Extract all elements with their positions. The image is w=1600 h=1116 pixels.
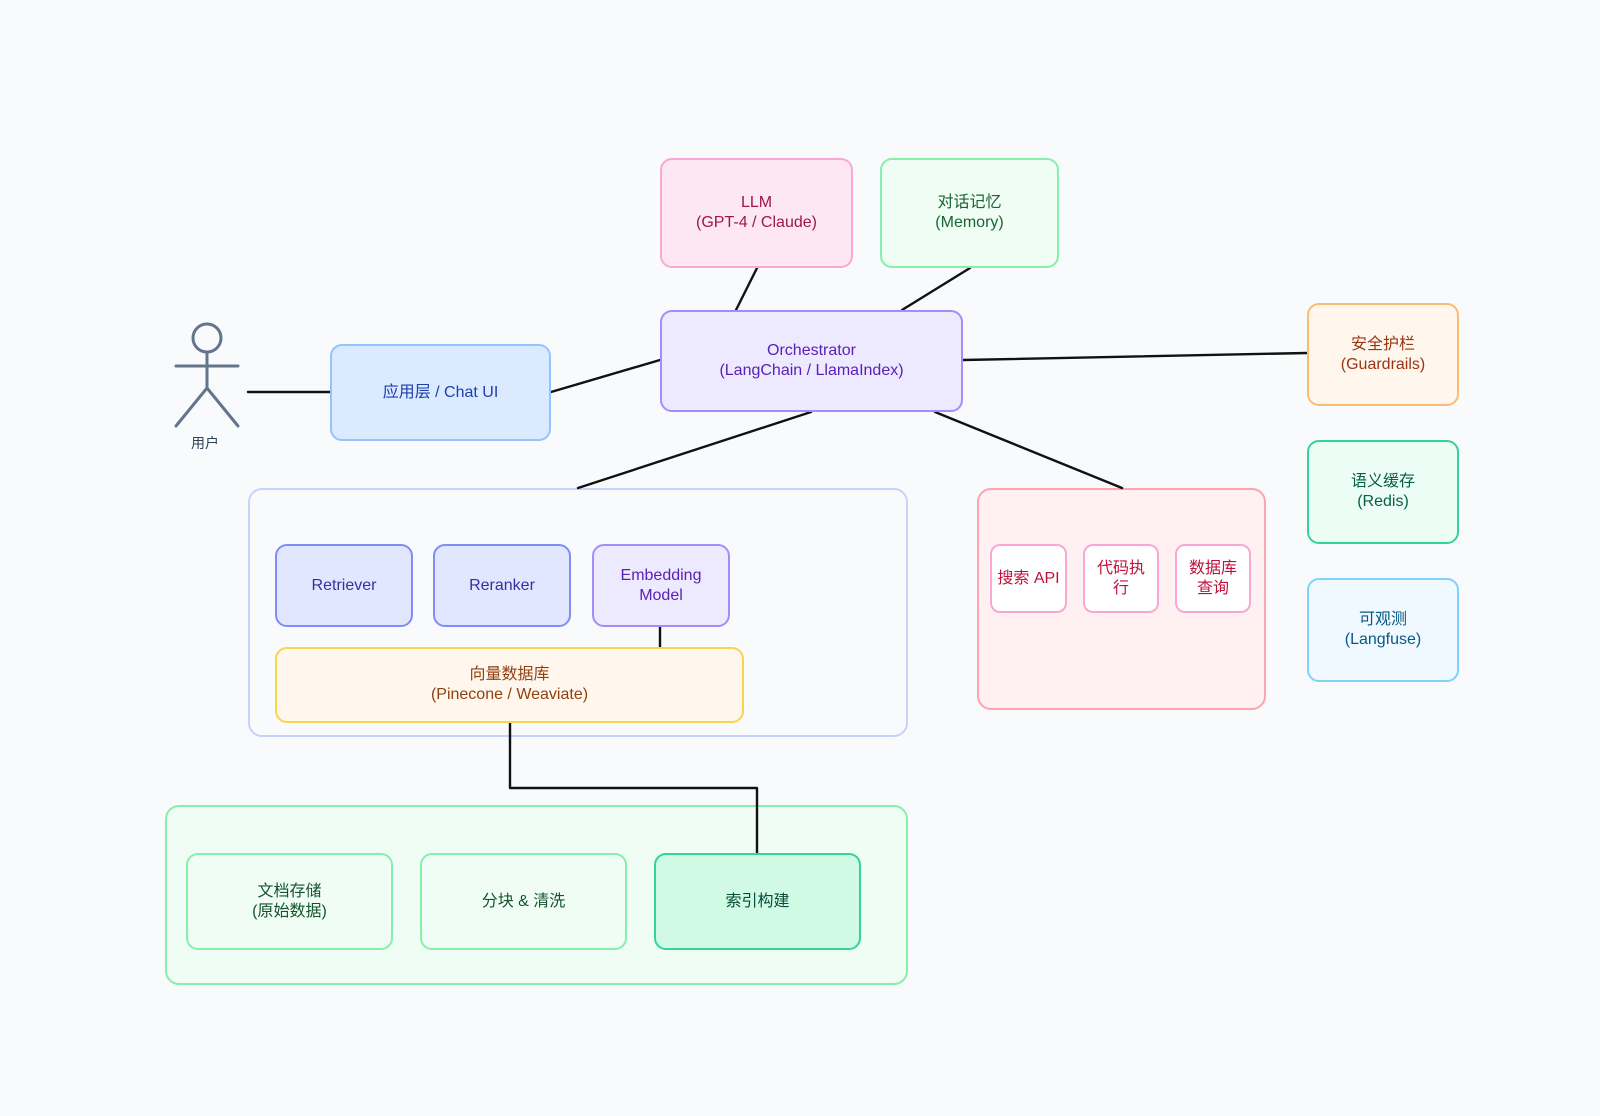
semantic-cache-node[interactable]: 语义缓存 (Redis) (1307, 440, 1459, 544)
wire-orchestrator-guardrails (961, 351, 1309, 362)
code-exec-line2: 行 (1112, 579, 1129, 597)
embedding-title: Embedding (620, 566, 702, 584)
app-layer-label: 应用层 / Chat UI (382, 383, 499, 401)
embedding-model-node[interactable]: Embedding Model (592, 544, 730, 627)
guardrails-node[interactable]: 安全护栏 (Guardrails) (1307, 303, 1459, 406)
semantic-cache-subtitle: (Redis) (1357, 493, 1409, 510)
index-build-node[interactable]: 索引构建 (654, 853, 861, 950)
orchestrator-subtitle: (LangChain / LlamaIndex) (719, 362, 904, 379)
guardrails-subtitle: (Guardrails) (1340, 355, 1426, 373)
reranker-node[interactable]: Reranker (433, 544, 571, 627)
reranker-label: Reranker (469, 576, 535, 594)
orchestrator-title: Orchestrator (767, 342, 856, 359)
code-exec-line1: 代码执 (1096, 559, 1145, 577)
doc-store-node[interactable]: 文档存储 (原始数据) (186, 853, 393, 950)
search-api-node[interactable]: 搜索 API (990, 544, 1067, 613)
guardrails-title: 安全护栏 (1350, 335, 1415, 353)
search-api-label: 搜索 API (997, 569, 1060, 587)
user-actor-icon (174, 322, 240, 428)
vector-db-node[interactable]: 向量数据库 (Pinecone / Weaviate) (275, 647, 744, 723)
memory-title: 对话记忆 (937, 194, 1002, 211)
memory-subtitle: (Memory) (935, 214, 1004, 231)
retriever-label: Retriever (311, 576, 377, 594)
llm-title: LLM (740, 194, 773, 211)
retriever-node[interactable]: Retriever (275, 544, 413, 627)
db-query-line1: 数据库 (1188, 559, 1237, 577)
code-exec-node[interactable]: 代码执 行 (1083, 544, 1159, 613)
user-label: 用户 (191, 435, 219, 451)
chunk-clean-label: 分块 & 清洗 (481, 892, 566, 910)
observability-node[interactable]: 可观测 (Langfuse) (1307, 578, 1459, 682)
observability-title: 可观测 (1358, 611, 1407, 628)
index-build-label: 索引构建 (725, 892, 790, 910)
wire-memory-orchestrator (900, 266, 972, 312)
vector-db-title: 向量数据库 (469, 666, 550, 683)
app-layer-node[interactable]: 应用层 / Chat UI (330, 344, 551, 441)
doc-store-subtitle: (原始数据) (252, 902, 327, 920)
wire-orchestrator-rag (576, 410, 813, 490)
embedding-subtitle: Model (639, 586, 683, 604)
chunk-clean-node[interactable]: 分块 & 清洗 (420, 853, 627, 950)
observability-subtitle: (Langfuse) (1344, 631, 1422, 648)
db-query-node[interactable]: 数据库 查询 (1175, 544, 1251, 613)
orchestrator-node[interactable]: Orchestrator (LangChain / LlamaIndex) (660, 310, 963, 412)
llm-node[interactable]: LLM (GPT-4 / Claude) (660, 158, 853, 268)
vector-db-subtitle: (Pinecone / Weaviate) (430, 686, 589, 703)
wire-llm-orchestrator (734, 266, 759, 312)
doc-store-title: 文档存储 (257, 882, 322, 900)
wire-app-orchestrator (549, 358, 662, 394)
wire-orchestrator-tools (933, 410, 1124, 490)
semantic-cache-title: 语义缓存 (1350, 473, 1415, 490)
llm-subtitle: (GPT-4 / Claude) (696, 214, 817, 231)
db-query-line2: 查询 (1196, 579, 1229, 597)
memory-node[interactable]: 对话记忆 (Memory) (880, 158, 1059, 268)
